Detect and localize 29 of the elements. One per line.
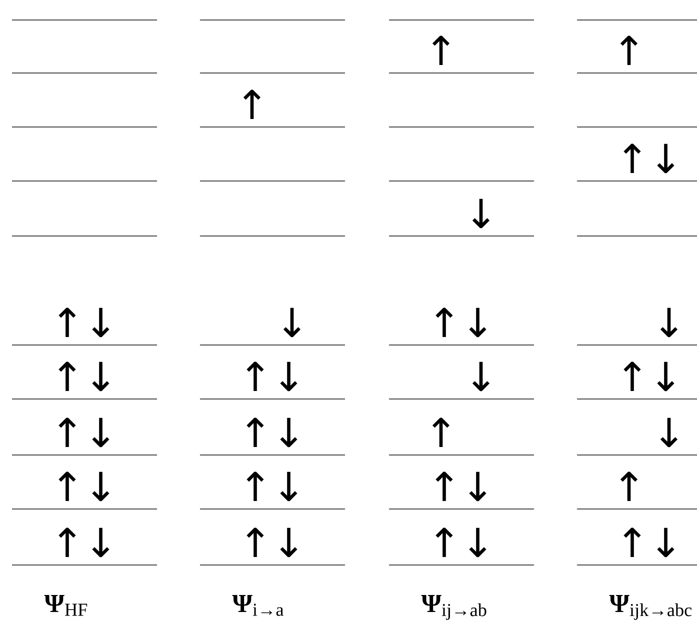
spin-arrow: ↓ xyxy=(472,362,490,392)
spin-arrow: ↑↓ xyxy=(246,418,298,448)
spin-arrow: ↑↓ xyxy=(58,362,110,392)
spin-arrow: ↑↓ xyxy=(436,528,486,558)
spin-arrow: ↑↓ xyxy=(436,472,486,502)
spin-arrow: ↑ xyxy=(620,36,638,65)
spin-arrow: ↑ xyxy=(432,36,450,65)
spin-arrow: ↑↓ xyxy=(58,308,110,338)
wavefunction-label: Ψ$_{ij→ab}$ xyxy=(421,594,486,620)
spin-arrow: ↓ xyxy=(660,308,678,338)
spin-arrow: ↓ xyxy=(660,418,678,448)
spin-arrow: ↑↓ xyxy=(246,472,298,502)
spin-arrow: ↓ xyxy=(283,308,301,338)
spin-arrow: ↑↓ xyxy=(436,308,486,338)
spin-arrow: ↑↓ xyxy=(624,528,674,558)
spin-arrow: ↑↓ xyxy=(246,362,298,392)
spin-arrow: ↑↓ xyxy=(58,472,110,502)
spin-arrow: ↓ xyxy=(472,198,490,228)
spin-arrow: ↑↓ xyxy=(58,418,110,448)
spin-arrow: ↑ xyxy=(243,90,261,119)
spin-arrow: ↑↓ xyxy=(624,144,674,174)
wavefunction-label: Ψ$_{i→a}$ xyxy=(232,594,284,616)
spin-arrow: ↑ xyxy=(432,418,450,447)
spin-arrow: ↑↓ xyxy=(246,528,298,558)
spin-arrow: ↑↓ xyxy=(624,362,674,392)
spin-arrow: ↑↓ xyxy=(58,528,110,558)
spin-arrow: ↑ xyxy=(620,472,638,501)
wavefunction-label: Ψ$_{ijk→abc}$ xyxy=(609,594,692,620)
wavefunction-label: Ψ$_{HF}$ xyxy=(44,594,88,616)
